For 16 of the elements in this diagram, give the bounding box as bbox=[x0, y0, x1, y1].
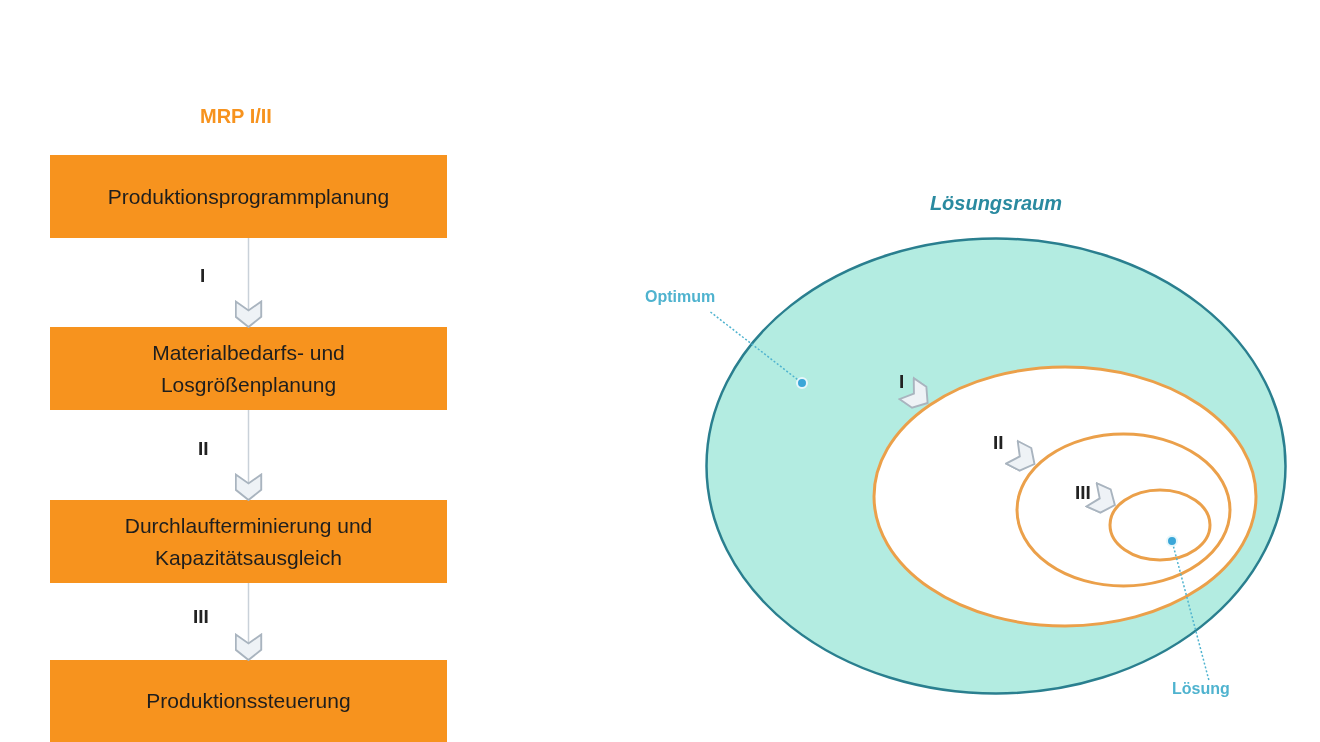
edge-label: II bbox=[198, 438, 209, 460]
callout-label: Lösung bbox=[1172, 680, 1252, 704]
process-box: Materialbedarfs- und Losgrößenplanung bbox=[50, 327, 447, 410]
heading: Lösungsraum bbox=[928, 192, 1064, 215]
edge-label: III bbox=[193, 606, 209, 628]
leader-line bbox=[1172, 546, 1210, 681]
edge-label: II bbox=[993, 432, 1004, 454]
edge-label: I bbox=[899, 371, 905, 393]
process-box: Produktionsprogrammplanung bbox=[50, 155, 447, 238]
edge-label: III bbox=[1075, 482, 1091, 504]
column-heading: MRP I/II bbox=[200, 105, 272, 128]
edge-label: I bbox=[200, 265, 206, 287]
callout-label: Optimum bbox=[645, 288, 745, 312]
leader-line bbox=[709, 311, 798, 381]
process-box: Produktionssteuerung bbox=[50, 660, 447, 742]
process-box: Durchlaufterminierung und Kapazitätsausgleich bbox=[50, 500, 447, 583]
